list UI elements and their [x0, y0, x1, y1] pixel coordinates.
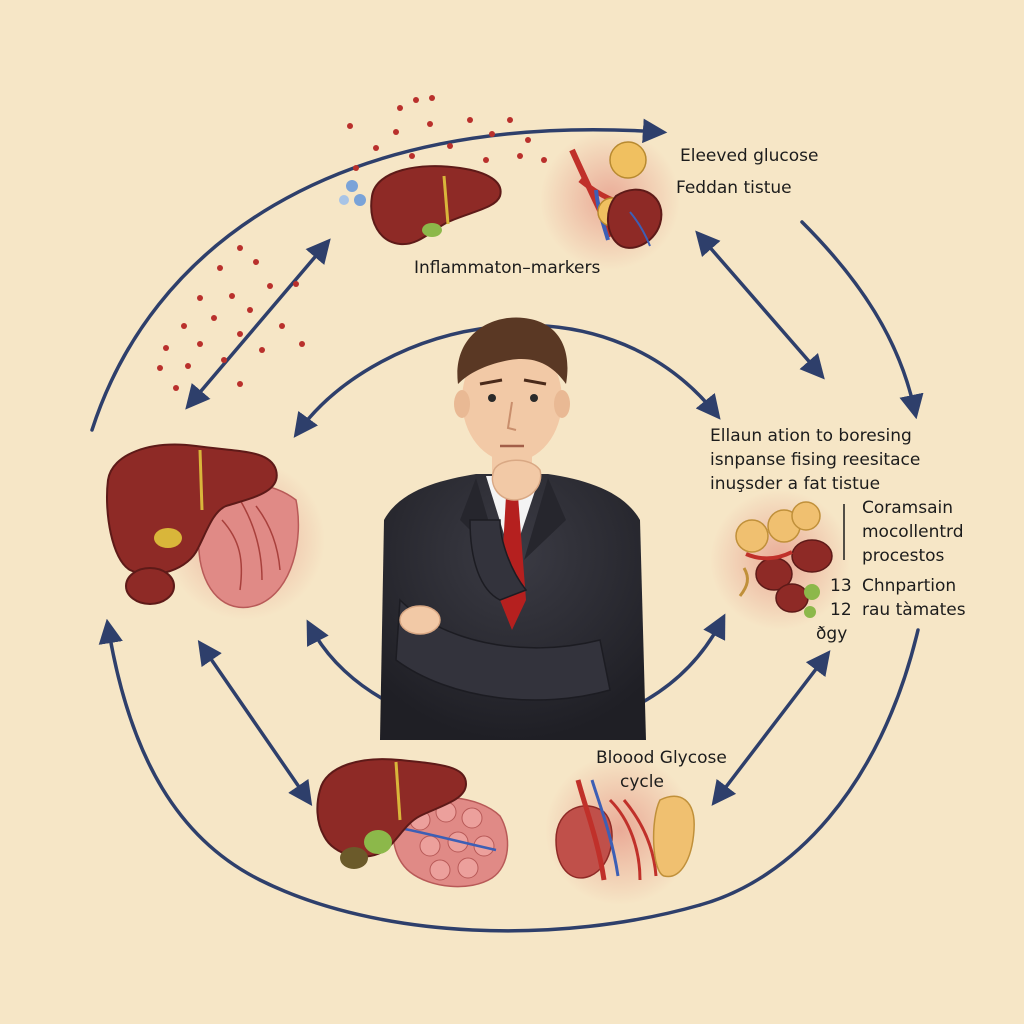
arrow-outer-bottom: [98, 618, 702, 933]
label-num-12: 12: [830, 600, 852, 620]
label-inflammation-resistance: Ellaun ation to boresing isnpanse fising…: [710, 424, 920, 496]
arrow-outer-right: [800, 220, 924, 420]
label-right-lower-line-2: mocollentrd: [862, 522, 964, 542]
label-num-13-text: Chnpartion: [862, 576, 957, 596]
label-inflammation-markers: Inflammaton–markers: [414, 258, 601, 278]
label-right-small: ðgy: [816, 624, 848, 644]
label-num-13: 13: [830, 576, 852, 596]
thinking-man-figure: [380, 317, 646, 740]
label-right-mid-line-2: isnpanse fising reesitace: [710, 450, 921, 470]
label-cycle: cycle: [620, 772, 664, 792]
arrow-outer-right-lower: [698, 628, 920, 907]
label-right-lower-line-1: Coramsain: [862, 498, 954, 518]
label-elevated-glucose: Eleeved glucose: [680, 146, 819, 166]
label-right-mid-line-3: inuşsder a fat tistue: [710, 474, 881, 494]
arrow-upper-right: [695, 230, 825, 380]
label-right-lower-line-3: procestos: [862, 546, 945, 566]
connector-arrows: [185, 230, 831, 807]
label-compensation-processes: Coramsain mocollentrd procestos: [862, 496, 964, 568]
vessel-tissue-icon: [545, 755, 695, 905]
label-blood-glycose: Bloood Glycose: [596, 748, 727, 768]
liver-left-icon: [105, 443, 325, 620]
fat-tissue-icon: [710, 490, 850, 630]
arrow-outer-top: [90, 118, 668, 432]
heart-organ-icon: [540, 130, 680, 270]
liver-pancreas-icon: [316, 758, 509, 888]
arrow-upper-left: [185, 238, 331, 410]
arrow-lower-left: [197, 639, 313, 807]
label-fat-tissue: Feddan tistue: [676, 178, 792, 198]
label-right-mid-line-1: Ellaun ation to boresing: [710, 426, 912, 446]
arrow-lower-right: [711, 650, 831, 806]
liver-top-icon: [339, 165, 502, 246]
label-num-12-text: rau tàmates: [862, 600, 966, 620]
